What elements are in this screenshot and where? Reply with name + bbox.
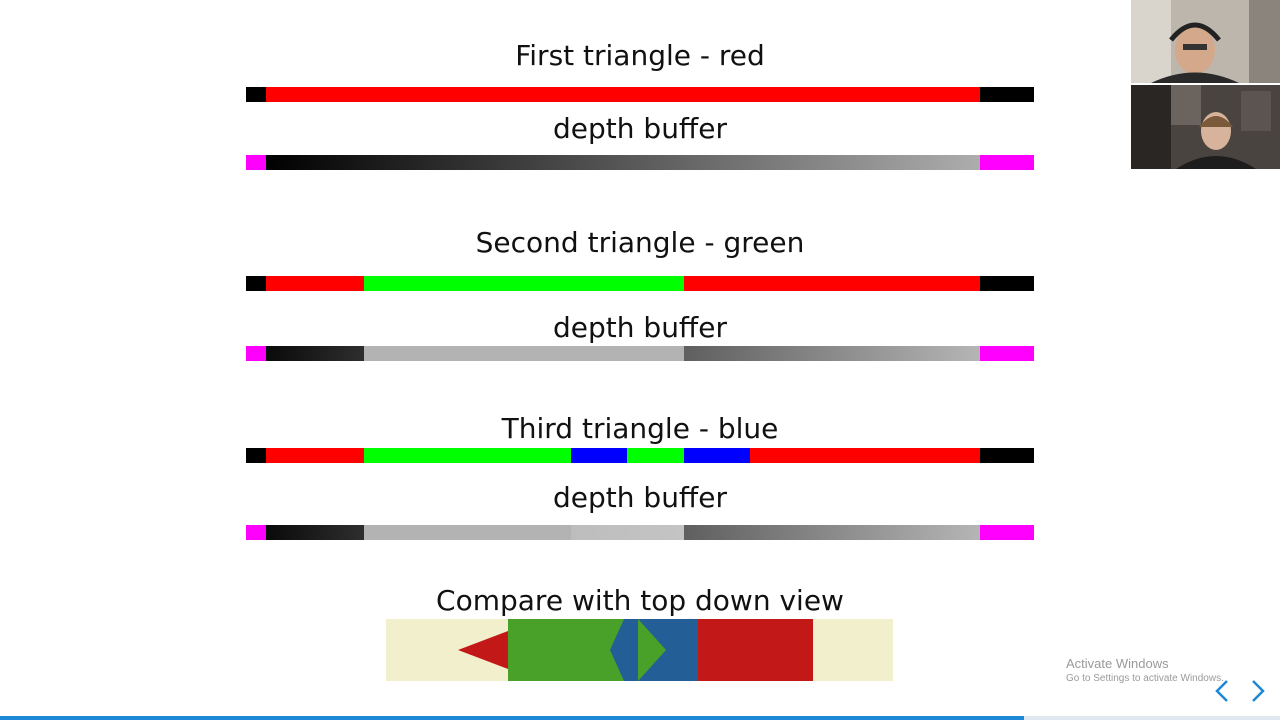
next-slide-button[interactable] bbox=[1244, 676, 1272, 706]
depth-bar-segment bbox=[265, 155, 981, 170]
section-2-color-bar bbox=[246, 276, 1034, 291]
color-bar-segment bbox=[980, 87, 1034, 102]
section-1-depth-label: depth buffer bbox=[553, 112, 727, 145]
person-silhouette-icon-2 bbox=[1131, 85, 1280, 169]
depth-bar-segment bbox=[571, 525, 685, 540]
color-bar-segment bbox=[980, 276, 1034, 291]
top-down-green-arrow bbox=[638, 619, 666, 681]
color-bar-segment bbox=[265, 87, 981, 102]
color-bar-segment bbox=[265, 448, 365, 463]
depth-bar-segment bbox=[265, 525, 365, 540]
color-bar-segment bbox=[246, 276, 266, 291]
section-1-heading: First triangle - red bbox=[515, 39, 765, 72]
depth-bar-segment bbox=[980, 525, 1034, 540]
color-bar-segment bbox=[246, 87, 266, 102]
top-down-view bbox=[386, 619, 893, 681]
section-2-depth-bar bbox=[246, 346, 1034, 361]
depth-bar-segment bbox=[980, 155, 1034, 170]
color-bar-segment bbox=[627, 448, 685, 463]
chevron-left-icon bbox=[1215, 680, 1228, 702]
chevron-right-icon bbox=[1252, 680, 1265, 702]
top-down-red-arrow bbox=[458, 631, 508, 669]
section-2-depth-label: depth buffer bbox=[553, 311, 727, 344]
depth-bar-segment bbox=[684, 346, 981, 361]
color-bar-segment bbox=[980, 448, 1034, 463]
depth-bar-segment bbox=[246, 525, 266, 540]
depth-bar-segment bbox=[265, 346, 365, 361]
presentation-progress-fill bbox=[0, 716, 1024, 720]
compare-heading: Compare with top down view bbox=[436, 584, 844, 617]
person-silhouette-icon bbox=[1131, 0, 1280, 83]
color-bar-segment bbox=[684, 276, 981, 291]
depth-bar-segment bbox=[980, 346, 1034, 361]
color-bar-segment bbox=[571, 448, 628, 463]
color-bar-segment bbox=[246, 448, 266, 463]
depth-bar-segment bbox=[684, 525, 981, 540]
top-down-view-drawing bbox=[386, 619, 893, 681]
presentation-progress-bar bbox=[0, 716, 1280, 720]
color-bar-segment bbox=[364, 276, 685, 291]
color-bar-segment bbox=[684, 448, 751, 463]
depth-bar-segment bbox=[364, 525, 572, 540]
previous-slide-button[interactable] bbox=[1208, 676, 1236, 706]
section-1-color-bar bbox=[246, 87, 1034, 102]
webcam-feed-bottom bbox=[1131, 85, 1280, 169]
color-bar-segment bbox=[364, 448, 572, 463]
activate-windows-subtitle: Go to Settings to activate Windows. bbox=[1066, 673, 1224, 684]
section-1-depth-bar bbox=[246, 155, 1034, 170]
top-down-red-block bbox=[698, 619, 813, 681]
depth-bar-segment bbox=[364, 346, 685, 361]
color-bar-segment bbox=[750, 448, 981, 463]
section-2-heading: Second triangle - green bbox=[475, 226, 805, 259]
section-3-heading: Third triangle - blue bbox=[501, 412, 779, 445]
activate-windows-title: Activate Windows bbox=[1066, 656, 1169, 671]
section-3-color-bar bbox=[246, 448, 1034, 463]
color-bar-segment bbox=[265, 276, 365, 291]
webcam-feed-top bbox=[1131, 0, 1280, 83]
top-down-blue-diamond bbox=[610, 619, 638, 681]
section-3-depth-bar bbox=[246, 525, 1034, 540]
depth-bar-segment bbox=[246, 346, 266, 361]
section-3-depth-label: depth buffer bbox=[553, 481, 727, 514]
depth-bar-segment bbox=[246, 155, 266, 170]
